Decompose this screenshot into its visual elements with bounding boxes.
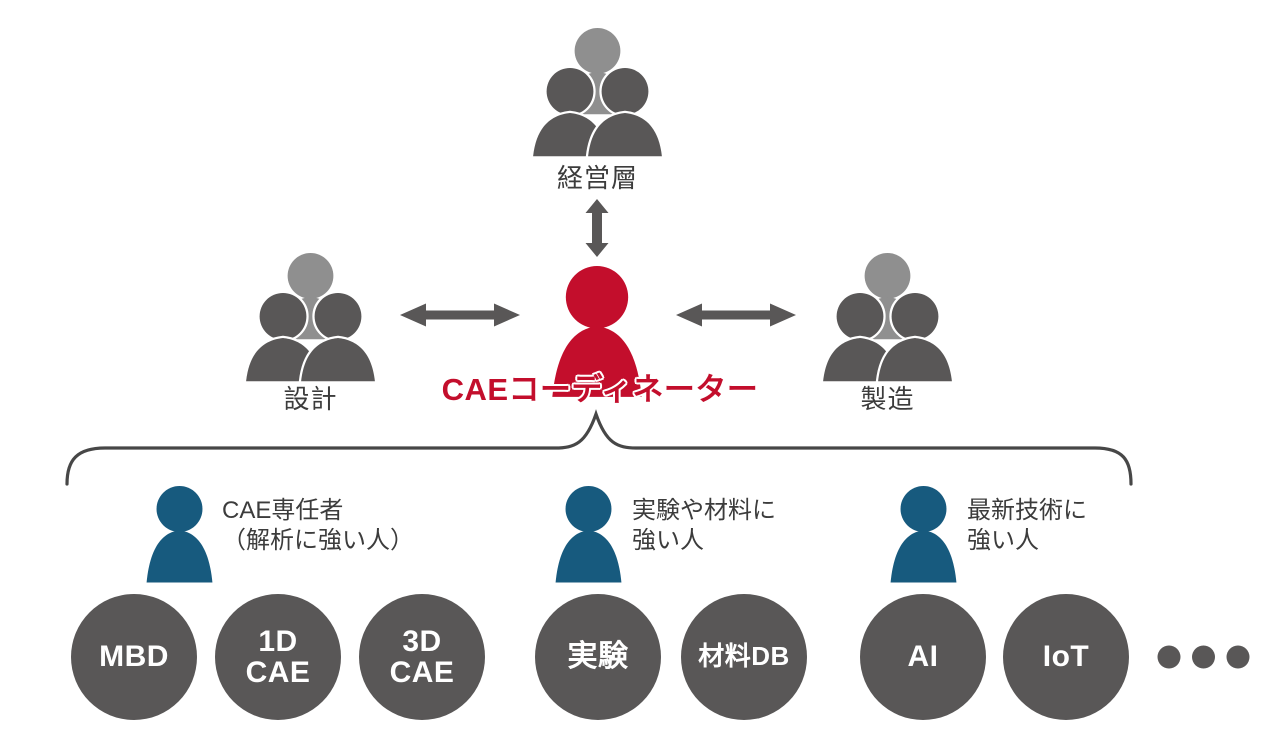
cae-specialist-title: CAE専任者 （解析に強い人） (222, 496, 414, 556)
cae-specialist-title-line2: （解析に強い人） (222, 527, 414, 554)
skill-circle-mbd: MBD (71, 594, 197, 720)
experiment-specialist-title-line2: 強い人 (632, 527, 704, 554)
skill-circle-material-db: 材料DB (681, 594, 807, 720)
skill-circle-ai: AI (860, 594, 986, 720)
management-label: 経営層 (556, 163, 638, 193)
management-people-group-icon (525, 28, 670, 158)
experiment-specialist-title-line1: 実験や材料に (632, 497, 776, 524)
experiment-specialist-title: 実験や材料に 強い人 (632, 496, 776, 556)
cae-specialist-title-line1: CAE専任者 (222, 497, 344, 524)
tech-specialist-title-line2: 強い人 (967, 527, 1039, 554)
ellipsis-dots (1157, 645, 1251, 669)
double-arrow-vertical-icon (585, 199, 609, 257)
tech-specialist-title-line1: 最新技術に (967, 497, 1087, 524)
manufacturing-label: 製造 (860, 384, 915, 414)
coordinator-label: CAEコーディネーター (441, 372, 759, 407)
tech-specialist-title: 最新技術に 強い人 (967, 496, 1087, 556)
right-double-arrow-horizontal-icon (676, 303, 796, 327)
experiment-specialist-person-icon (550, 486, 627, 584)
tech-specialist-person-icon (885, 486, 962, 584)
design-label: 設計 (283, 384, 338, 414)
skill-circle-1d-cae: 1D CAE (215, 594, 341, 720)
cae-specialist-person-icon (141, 486, 218, 584)
left-double-arrow-horizontal-icon (400, 303, 520, 327)
skill-circle-experiment: 実験 (535, 594, 661, 720)
skill-circle-iot: IoT (1003, 594, 1129, 720)
curly-brace (55, 405, 1140, 495)
skill-circle-3d-cae: 3D CAE (359, 594, 485, 720)
